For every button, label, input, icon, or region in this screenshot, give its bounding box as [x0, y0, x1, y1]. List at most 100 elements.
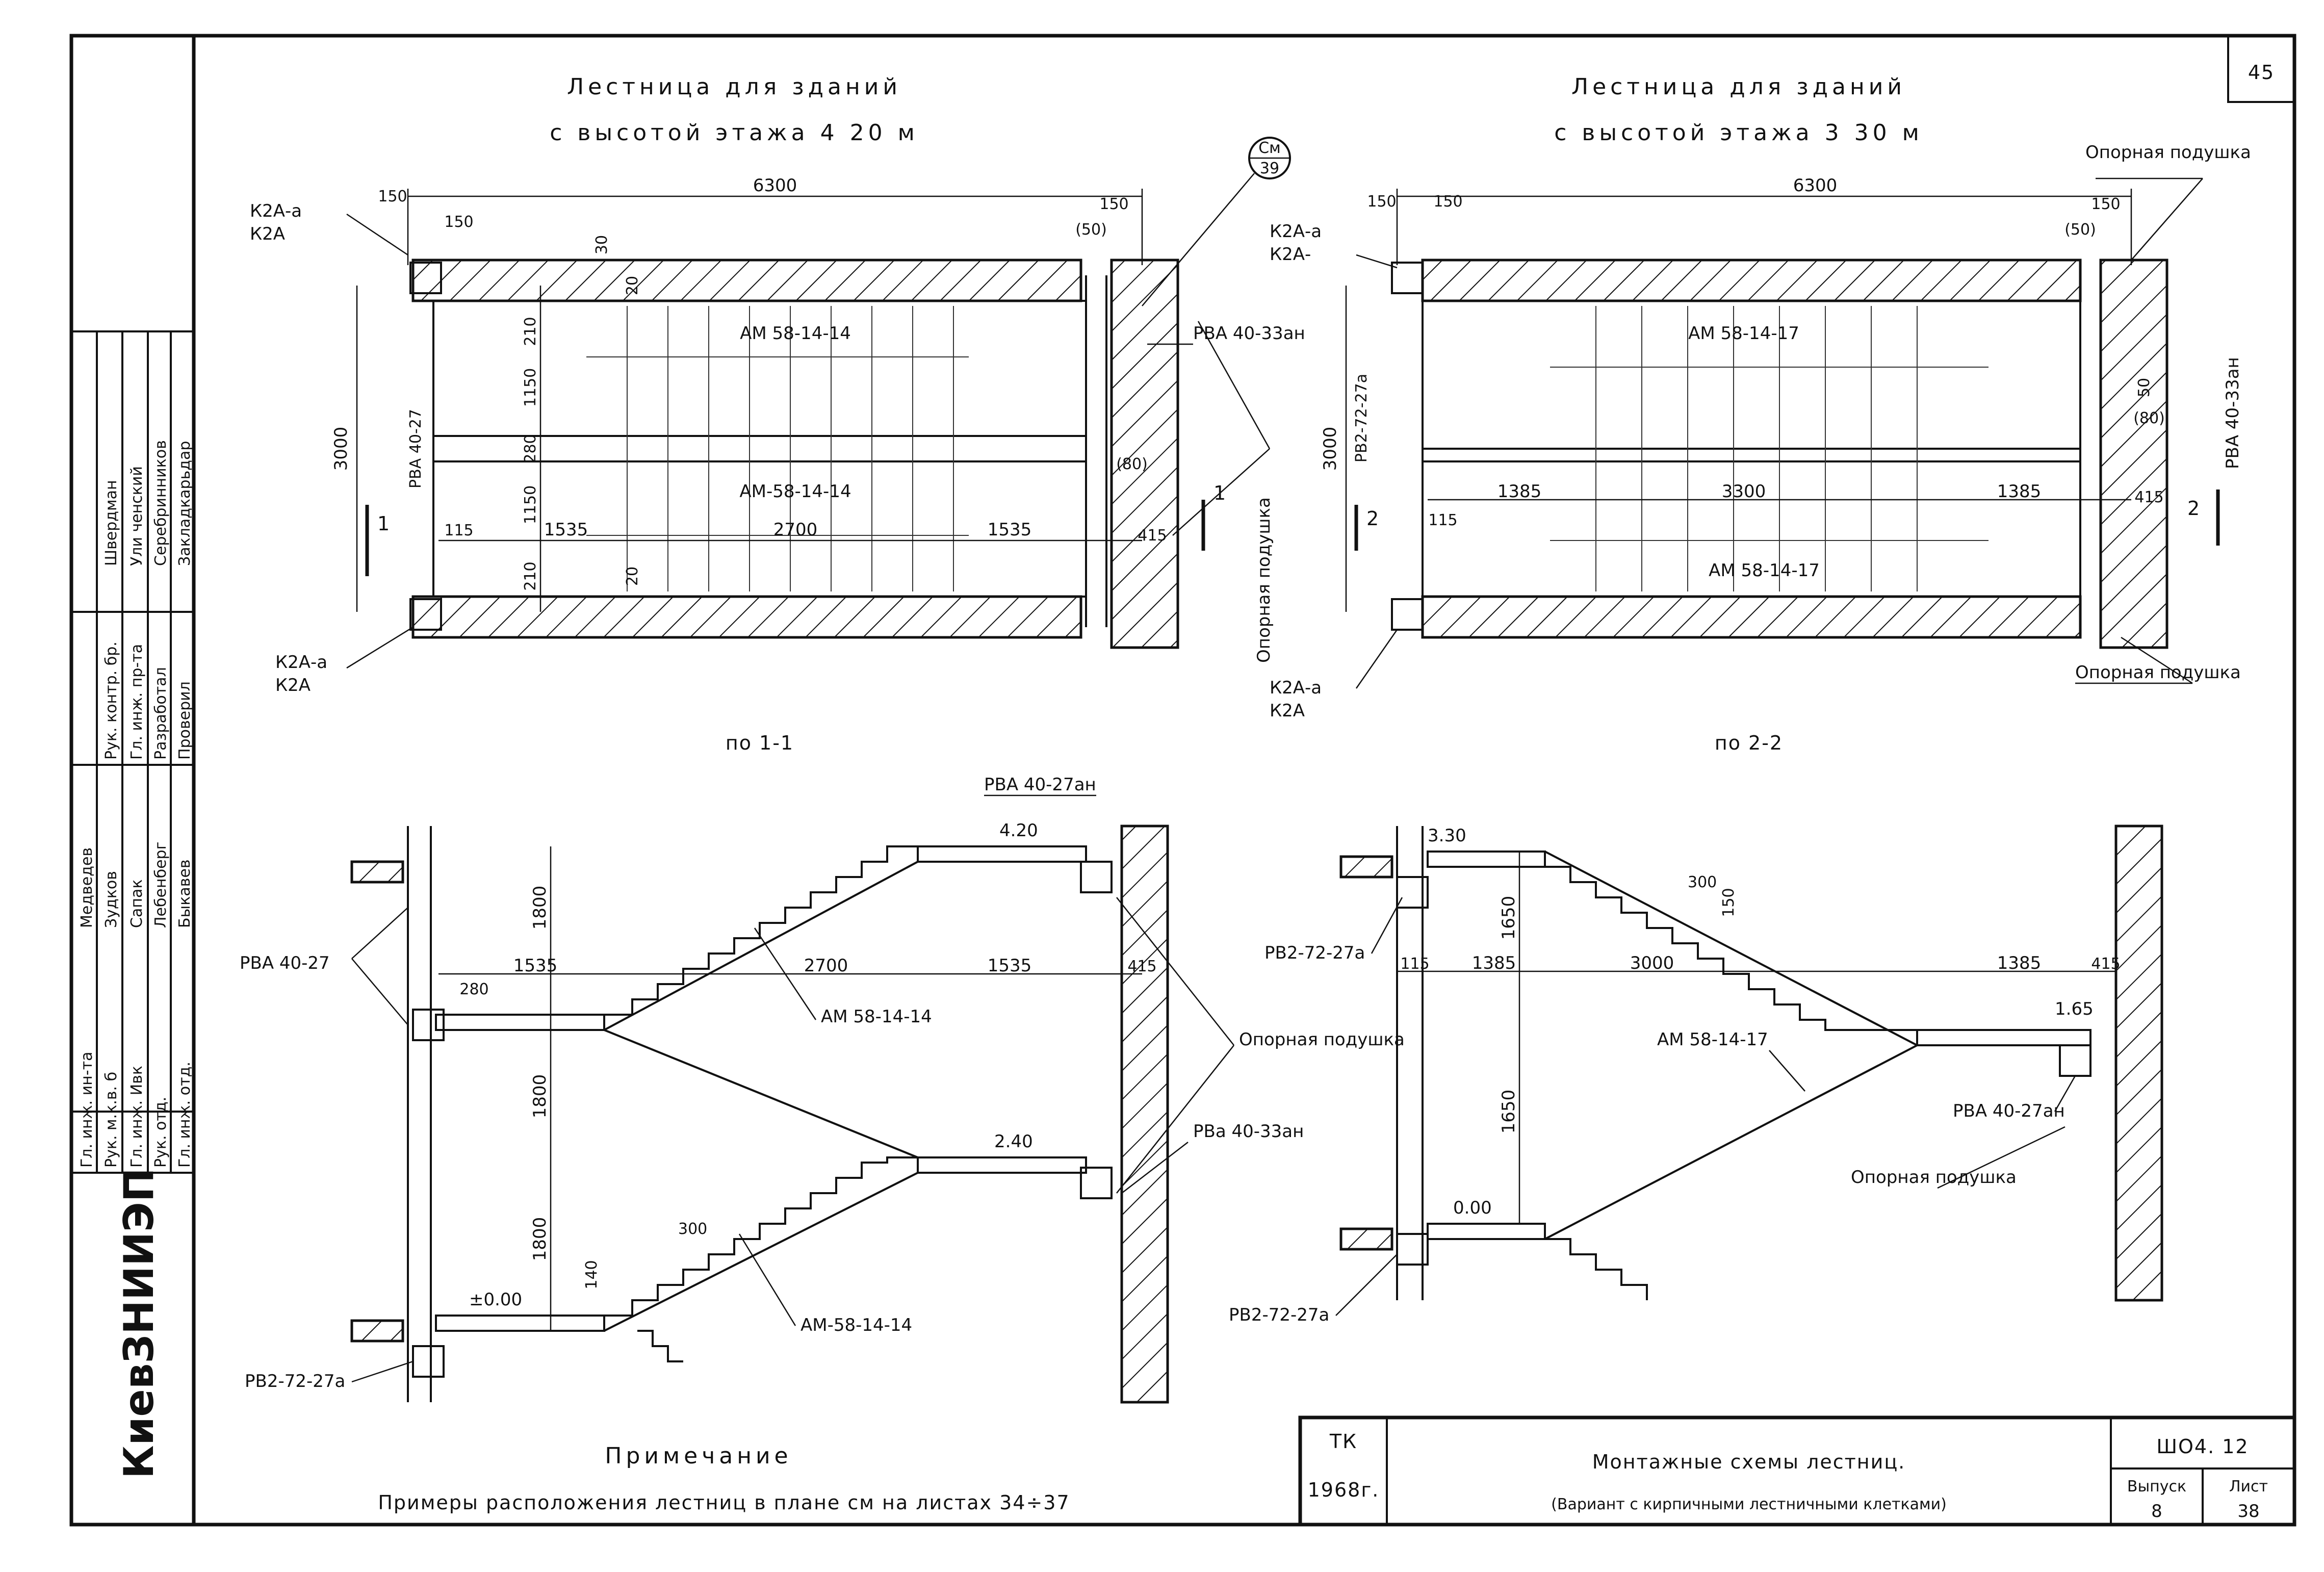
svg-text:Рук. контр. бр.: Рук. контр. бр. [102, 641, 120, 760]
svg-text:150: 150 [2091, 195, 2120, 213]
svg-text:300: 300 [678, 1220, 707, 1238]
svg-text:150: 150 [1433, 193, 1462, 211]
svg-text:АМ 58-14-17: АМ 58-14-17 [1709, 560, 1820, 581]
svg-text:АМ 58-14-14: АМ 58-14-14 [821, 1007, 932, 1027]
svg-text:РВ2-72-27а: РВ2-72-27а [1264, 943, 1365, 963]
svg-text:140: 140 [583, 1260, 601, 1289]
svg-text:280: 280 [522, 434, 539, 463]
svg-text:(80): (80) [2133, 409, 2165, 427]
svg-text:Разработал: Разработал [152, 667, 170, 760]
svg-text:К2А: К2А [250, 224, 285, 244]
svg-text:Лебенберг: Лебенберг [152, 842, 170, 928]
svg-text:1385: 1385 [1472, 953, 1516, 973]
svg-text:415: 415 [1138, 527, 1167, 545]
svg-text:30: 30 [593, 235, 611, 254]
svg-text:РВА 40-33ан: РВА 40-33ан [1193, 323, 1305, 344]
svg-text:Лист: Лист [2229, 1478, 2268, 1496]
svg-text:50: 50 [2135, 378, 2153, 397]
svg-text:1385: 1385 [1997, 953, 2042, 973]
svg-text:1650: 1650 [1499, 896, 1519, 940]
svg-text:2: 2 [1366, 507, 1380, 530]
svg-text:РВ2-72-27а: РВ2-72-27а [1353, 374, 1371, 462]
svg-text:К2А-: К2А- [1270, 244, 1311, 265]
title-block: ТК 1968г. Монтажные схемы лестниц. (Вари… [1298, 1415, 2296, 1527]
svg-text:1800: 1800 [530, 1217, 550, 1261]
svg-text:1385: 1385 [1997, 481, 2042, 502]
organization-name: КиевЗНИИЭП [115, 1168, 163, 1479]
svg-text:АМ 58-14-17: АМ 58-14-17 [1657, 1029, 1768, 1050]
svg-text:по 1-1: по 1-1 [726, 732, 794, 754]
svg-text:1385: 1385 [1497, 481, 1542, 502]
svg-text:по 2-2: по 2-2 [1715, 732, 1783, 754]
svg-text:115: 115 [444, 522, 473, 539]
svg-text:К2А-а: К2А-а [275, 652, 327, 673]
svg-text:К2А: К2А [275, 675, 311, 695]
svg-text:3000: 3000 [1320, 427, 1340, 471]
svg-text:Проверил: Проверил [176, 681, 194, 760]
svg-text:20: 20 [624, 276, 641, 295]
sheet-frame [69, 34, 2296, 1527]
plan-left-wall-bottom [411, 595, 1082, 639]
svg-text:1650: 1650 [1499, 1090, 1519, 1134]
svg-text:415: 415 [2134, 488, 2163, 506]
plan-left-wall-right [1110, 259, 1179, 649]
svg-text:Сапак: Сапак [128, 880, 146, 928]
svg-text:2.40: 2.40 [994, 1131, 1033, 1152]
svg-text:РВ2-72-27а: РВ2-72-27а [1229, 1305, 1329, 1325]
svg-text:±0.00: ±0.00 [469, 1290, 522, 1310]
section-right-support: Опорная подушка [1851, 1167, 2017, 1188]
svg-text:К2А-а: К2А-а [250, 201, 302, 221]
svg-text:См: См [1258, 139, 1281, 157]
svg-text:1150: 1150 [522, 485, 539, 524]
section-left: по 1-1 1800 1800 1800 140 РВА 40-27ан 4.… [240, 732, 1405, 1404]
plan-left-dim-total: 6300 [753, 175, 797, 196]
section-right: по 2-2 1650 1650 3.30 1.65 0.00 115 1385… [1229, 732, 2163, 1325]
svg-text:РВа 40-33ан: РВа 40-33ан [1193, 1121, 1304, 1142]
svg-text:с высотой этажа 3 30 м: с высотой этажа 3 30 м [1554, 120, 1923, 146]
svg-text:К2А-а: К2А-а [1270, 678, 1322, 698]
svg-text:150: 150 [1099, 195, 1128, 213]
svg-text:2: 2 [2187, 497, 2201, 520]
page-number: 45 [2248, 61, 2275, 84]
note-text: Примеры расположения лестниц в плане см … [378, 1491, 1070, 1514]
svg-text:Закладкарьдар: Закладкарьдар [176, 441, 194, 566]
plan-left-support: Опорная подушка [1254, 497, 1274, 663]
svg-text:Лестница для зданий: Лестница для зданий [1571, 74, 1906, 100]
svg-text:(Вариант с кирпичными лестничн: (Вариант с кирпичными лестничными клетка… [1551, 1496, 1947, 1513]
svg-text:Монтажные схемы лестниц.: Монтажные схемы лестниц. [1592, 1451, 1906, 1473]
svg-text:1.65: 1.65 [2055, 999, 2094, 1019]
page-number-box [2227, 35, 2295, 103]
svg-text:3000: 3000 [1630, 953, 1674, 973]
svg-text:1150: 1150 [522, 368, 539, 407]
svg-text:0.00: 0.00 [1453, 1198, 1492, 1218]
svg-text:2700: 2700 [804, 956, 848, 976]
note: Примечание Примеры расположения лестниц … [378, 1443, 1070, 1514]
svg-text:39: 39 [1260, 160, 1279, 177]
svg-text:3000: 3000 [331, 427, 351, 471]
svg-text:(50): (50) [1075, 221, 1107, 239]
svg-text:150: 150 [378, 188, 407, 205]
plan-left-wall-top [411, 259, 1082, 302]
plan-left-am-bot: АМ-58-14-14 [739, 481, 851, 502]
svg-text:150: 150 [1367, 193, 1396, 211]
plan-right: Лестница для зданий с высотой этажа 3 30… [1270, 74, 2251, 721]
svg-text:РВА 40-33ан: РВА 40-33ан [2223, 357, 2243, 469]
svg-text:Выпуск: Выпуск [2127, 1478, 2186, 1496]
plan-left-title-1: Лестница для зданий [567, 74, 901, 100]
svg-text:Швердман: Швердман [102, 480, 120, 566]
svg-text:АМ 58-14-17: АМ 58-14-17 [1688, 323, 1799, 344]
svg-text:Рук. отд.: Рук. отд. [152, 1097, 170, 1168]
svg-text:1535: 1535 [988, 520, 1032, 540]
svg-text:РВ2-72-27а: РВ2-72-27а [245, 1371, 345, 1391]
svg-text:150: 150 [1720, 888, 1738, 917]
svg-text:3300: 3300 [1722, 481, 1766, 502]
note-title: Примечание [605, 1443, 792, 1469]
svg-text:1800: 1800 [530, 1074, 550, 1119]
svg-text:8: 8 [2151, 1501, 2162, 1522]
svg-text:ТК: ТК [1329, 1430, 1357, 1453]
svg-text:210: 210 [522, 561, 539, 590]
svg-text:ШО4. 12: ШО4. 12 [2156, 1435, 2249, 1458]
plan-left-title-2: с высотой этажа 4 20 м [550, 120, 919, 146]
svg-text:Гл. инж. отд.: Гл. инж. отд. [176, 1062, 194, 1168]
